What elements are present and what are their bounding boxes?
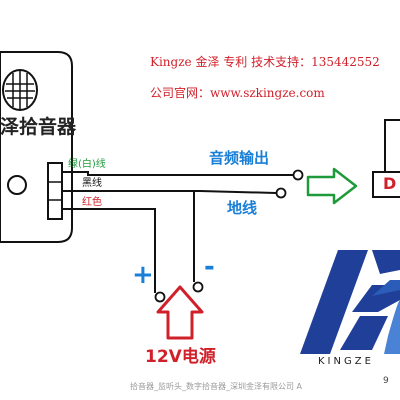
logo-sub-text: 9 bbox=[383, 376, 389, 386]
power-plus-terminal bbox=[154, 291, 166, 303]
recorder-monitor bbox=[372, 119, 400, 198]
green-wire-label: 绿(白)线 bbox=[68, 159, 106, 170]
terminal-block bbox=[47, 162, 63, 220]
display-character: D bbox=[383, 174, 397, 193]
kingze-logo bbox=[300, 250, 400, 354]
ground-label: 地线 bbox=[227, 199, 258, 217]
audio-output-label: 音频输出 bbox=[209, 149, 270, 167]
header-website-line: 公司官网：www.szkingze.com bbox=[150, 86, 325, 100]
power-label: 12V电源 bbox=[145, 347, 216, 367]
header-contact-line: Kingze 金泽 专利 技术支持：135442552 bbox=[150, 55, 380, 69]
red-wire-label: 红色 bbox=[82, 197, 102, 208]
red-arrow-icon bbox=[156, 285, 204, 340]
power-minus-sign: - bbox=[204, 252, 215, 282]
power-plus-sign: + bbox=[132, 260, 154, 290]
microphone-hole-icon bbox=[7, 175, 27, 195]
green-arrow-icon bbox=[306, 167, 358, 205]
wire-audio bbox=[62, 171, 293, 176]
black-wire-label: 黑线 bbox=[82, 178, 102, 189]
audio-output-terminal bbox=[292, 169, 304, 181]
power-minus-terminal bbox=[192, 281, 204, 293]
wire-red bbox=[62, 208, 156, 293]
speaker-grille-icon bbox=[2, 69, 38, 111]
device-title: 泽拾音器 bbox=[0, 116, 77, 138]
logo-brand-text: KINGZE bbox=[318, 356, 374, 367]
footer-caption: 拾音器_监听头_数字拾音器_深圳金泽有限公司 A bbox=[130, 382, 303, 391]
ground-terminal bbox=[275, 187, 287, 199]
wire-ground bbox=[62, 190, 277, 194]
